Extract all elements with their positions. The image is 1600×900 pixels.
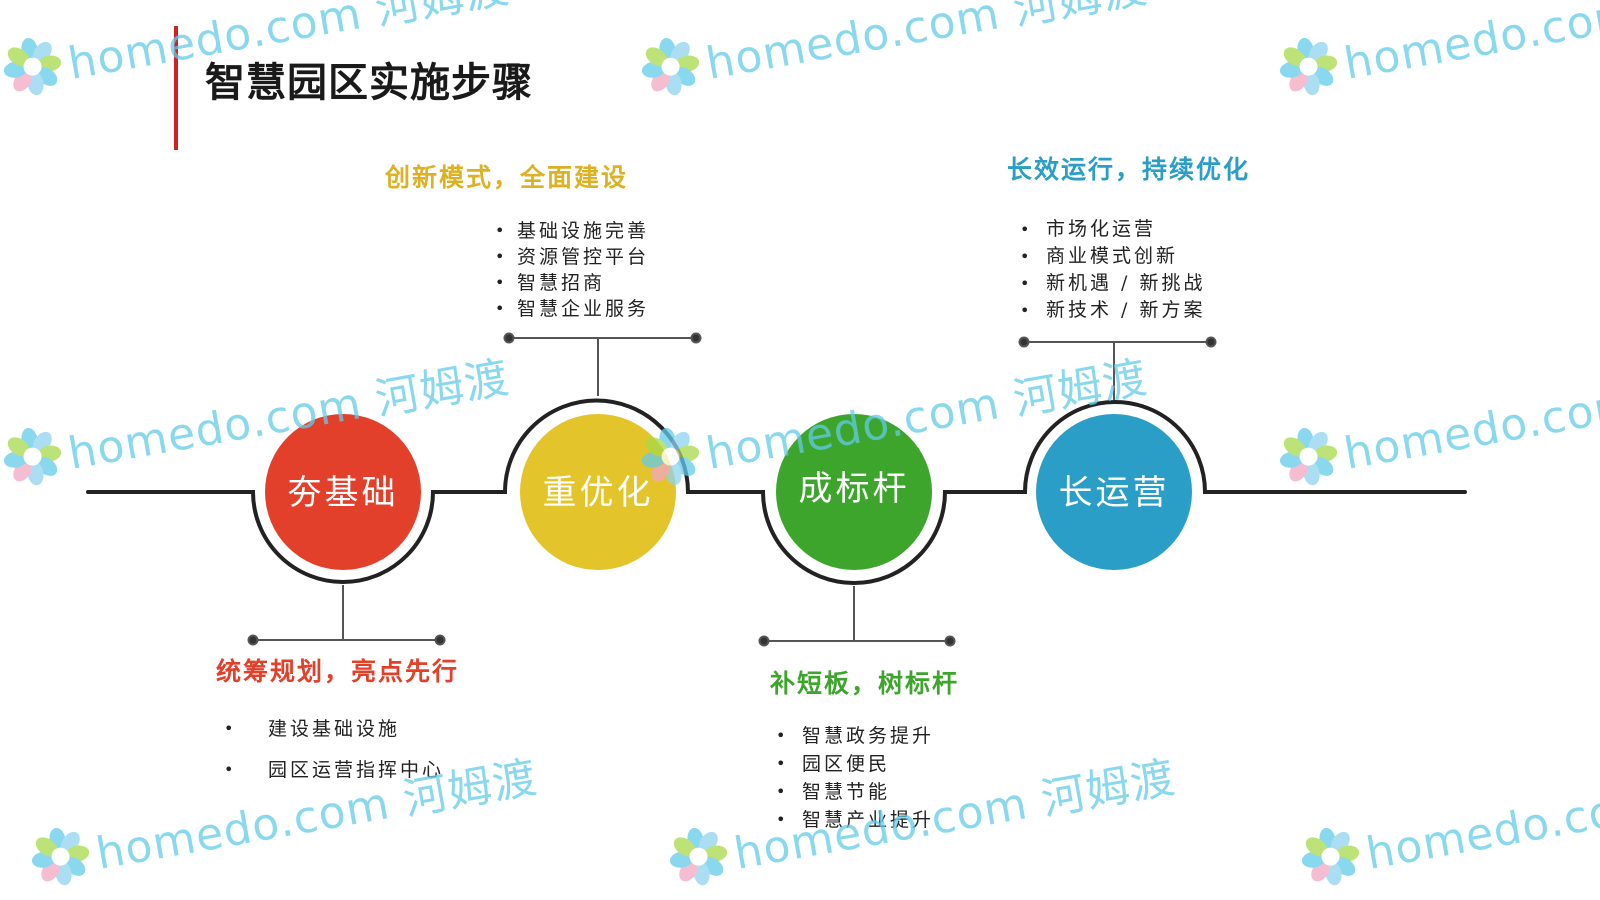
stage-items-2: 基础设施完善 资源管控平台 智慧招商 智慧企业服务 — [495, 218, 649, 322]
connector-dot — [434, 634, 446, 646]
list-item: 资源管控平台 — [495, 244, 649, 270]
list-item: 智慧产业提升 — [776, 806, 959, 834]
list-item: 智慧招商 — [495, 270, 649, 296]
stage-heading-1: 统筹规划，亮点先行 — [216, 657, 460, 686]
stage-circle-1 — [265, 414, 421, 570]
list-item: 智慧节能 — [776, 778, 959, 806]
connector-dot — [1018, 336, 1030, 348]
stage-block-4: 长效运行，持续优化 市场化运营 商业模式创新 新机遇 / 新挑战 新技术 / 新… — [1007, 150, 1250, 324]
stage-circle-3 — [776, 414, 932, 570]
list-item: 商业模式创新 — [1020, 243, 1250, 270]
connector-dot — [690, 332, 702, 344]
title-accent-bar — [174, 26, 178, 150]
connector-dot — [1205, 336, 1217, 348]
list-item: 基础设施完善 — [495, 218, 649, 244]
connector-dot — [758, 635, 770, 647]
stage-label-3: 成标杆 — [798, 469, 910, 509]
stage-items-1: 建设基础设施 园区运营指挥中心 — [216, 714, 459, 796]
connector-dot — [503, 332, 515, 344]
connector-dot — [944, 635, 956, 647]
stage-items-4: 市场化运营 商业模式创新 新机遇 / 新挑战 新技术 / 新方案 — [1020, 216, 1250, 324]
stage-items-3: 智慧政务提升 园区便民 智慧节能 智慧产业提升 — [776, 722, 959, 834]
timeline-track — [86, 398, 1467, 585]
stage-label-1: 夯基础 — [287, 473, 399, 513]
stage-label-4: 长运营 — [1058, 473, 1170, 513]
list-item: 智慧政务提升 — [776, 722, 959, 750]
list-item: 建设基础设施 — [216, 714, 459, 755]
list-item: 市场化运营 — [1020, 216, 1250, 243]
stage-circle-2 — [520, 414, 676, 570]
stage-block-1: 统筹规划，亮点先行 建设基础设施 园区运营指挥中心 — [216, 652, 459, 796]
list-item: 新机遇 / 新挑战 — [1020, 270, 1250, 297]
stage-heading-3: 补短板，树标杆 — [770, 669, 960, 698]
list-item: 园区运营指挥中心 — [216, 755, 459, 796]
list-item: 智慧企业服务 — [495, 296, 649, 322]
list-item: 新技术 / 新方案 — [1020, 297, 1250, 324]
connector-dot — [247, 634, 259, 646]
stage-block-2: 创新模式，全面建设 基础设施完善 资源管控平台 智慧招商 智慧企业服务 — [385, 158, 649, 322]
stage-label-2: 重优化 — [542, 473, 654, 513]
stage-circle-4 — [1036, 414, 1192, 570]
stage-block-3: 补短板，树标杆 智慧政务提升 园区便民 智慧节能 智慧产业提升 — [770, 664, 959, 834]
stage-heading-2: 创新模式，全面建设 — [385, 163, 629, 192]
list-item: 园区便民 — [776, 750, 959, 778]
stage-heading-4: 长效运行，持续优化 — [1007, 155, 1251, 184]
page-title: 智慧园区实施步骤 — [205, 60, 533, 106]
